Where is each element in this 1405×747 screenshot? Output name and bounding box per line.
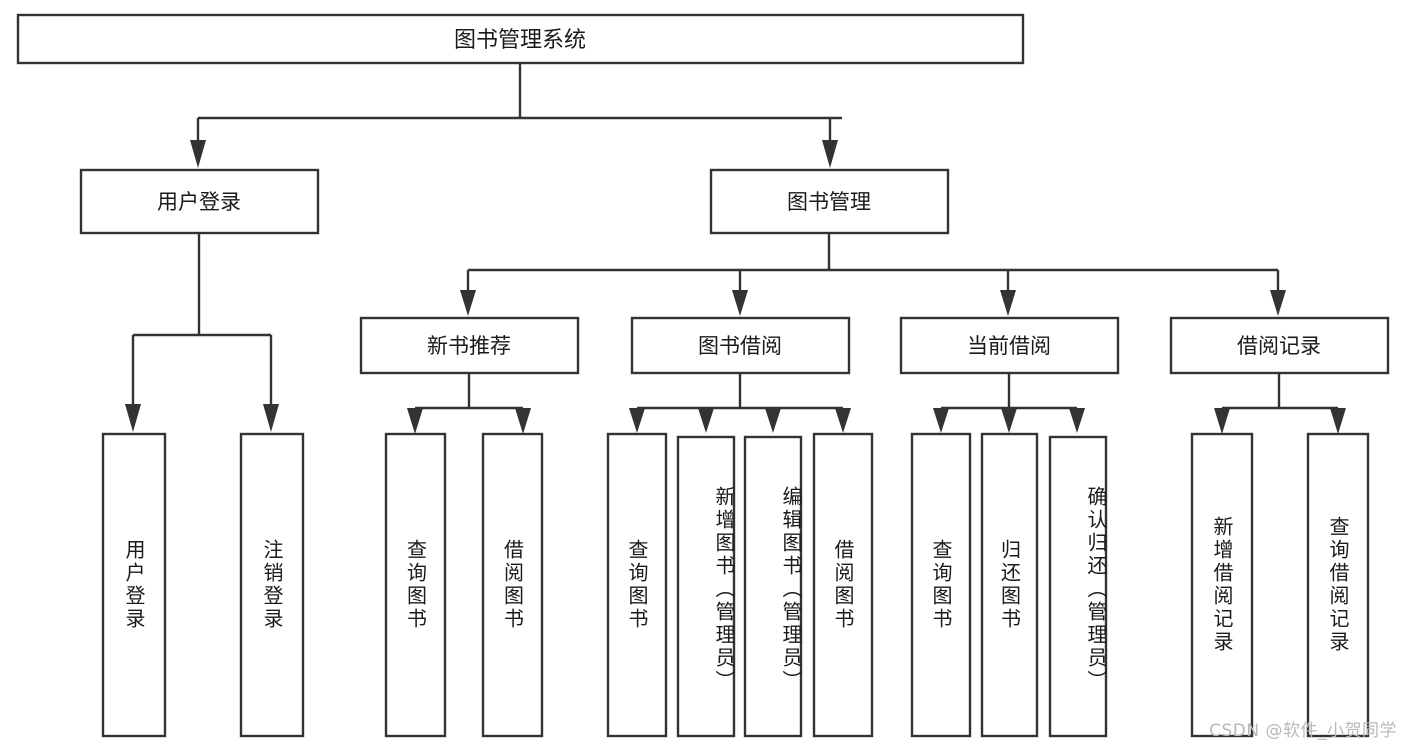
leaf-box-query-borrow-record[interactable] bbox=[1306, 432, 1370, 738]
node-new-book-recommend[interactable]: 新书推荐 bbox=[359, 316, 580, 375]
arrow-to-leaf-borrow-book-2 bbox=[835, 408, 851, 433]
arrow-to-leaf-user-login bbox=[125, 404, 141, 432]
arrow-to-leaf-logout-login bbox=[263, 404, 279, 432]
new-book-recommend-label: 新书推荐 bbox=[427, 334, 511, 358]
connector-borrow-record-to-leaves bbox=[1214, 373, 1346, 434]
book-manage-box bbox=[709, 168, 950, 235]
arrow-to-leaf-return-book bbox=[1001, 408, 1017, 433]
leaf-box-confirm-return-admin[interactable] bbox=[1048, 435, 1108, 738]
connector-user-login-to-leaves bbox=[125, 233, 279, 432]
node-book-borrow[interactable]: 图书借阅 bbox=[630, 316, 851, 375]
book-borrow-box bbox=[630, 316, 851, 375]
arrow-to-leaf-borrow-book-1 bbox=[515, 408, 531, 434]
borrow-record-box bbox=[1169, 316, 1390, 375]
arrow-to-new-book-recommend bbox=[460, 290, 476, 316]
leaf-box-query-book-2[interactable] bbox=[606, 432, 668, 738]
leaf-box-borrow-book-1[interactable] bbox=[481, 432, 544, 738]
root-box bbox=[16, 13, 1025, 65]
leaf-box-add-borrow-record[interactable] bbox=[1190, 432, 1254, 738]
connector-current-borrow-to-leaves bbox=[933, 373, 1085, 433]
leaf-box-query-book-1[interactable] bbox=[384, 432, 447, 738]
connector-root-to-level2 bbox=[190, 63, 842, 168]
arrow-to-leaf-confirm-return-admin bbox=[1069, 408, 1085, 433]
user-login-label: 用户登录 bbox=[157, 190, 241, 214]
arrow-to-user-login bbox=[190, 140, 206, 168]
connector-new-book-recommend-to-leaves bbox=[407, 373, 531, 434]
arrow-to-leaf-query-book-3 bbox=[933, 408, 949, 433]
node-borrow-record[interactable]: 借阅记录 bbox=[1169, 316, 1390, 375]
arrow-to-leaf-query-book-1 bbox=[407, 408, 423, 434]
leaf-box-borrow-book-2[interactable] bbox=[812, 432, 874, 738]
arrow-to-book-borrow bbox=[732, 290, 748, 316]
root-label: 图书管理系统 bbox=[454, 28, 586, 53]
arrow-to-leaf-add-borrow-record bbox=[1214, 408, 1230, 434]
new-book-recommend-box bbox=[359, 316, 580, 375]
leaf-box-user-login[interactable] bbox=[101, 432, 167, 738]
arrow-to-leaf-add-book-admin bbox=[698, 408, 714, 433]
arrow-to-leaf-query-borrow-record bbox=[1330, 408, 1346, 434]
arrow-to-leaf-edit-book-admin bbox=[765, 408, 781, 433]
arrow-to-borrow-record bbox=[1270, 290, 1286, 316]
leaf-box-return-book[interactable] bbox=[980, 432, 1039, 738]
watermark-text: CSDN @软件_小贺同学 bbox=[1209, 721, 1397, 741]
leaf-box-logout-login[interactable] bbox=[239, 432, 305, 738]
leaf-box-query-book-3[interactable] bbox=[910, 432, 972, 738]
node-current-borrow[interactable]: 当前借阅 bbox=[899, 316, 1120, 375]
node-book-manage[interactable]: 图书管理 bbox=[709, 168, 950, 235]
connector-book-borrow-to-leaves bbox=[629, 373, 851, 433]
connector-book-manage-to-level3 bbox=[460, 233, 1286, 316]
node-root[interactable]: 图书管理系统 bbox=[16, 13, 1025, 65]
leaf-box-add-book-admin[interactable] bbox=[676, 435, 736, 738]
borrow-record-label: 借阅记录 bbox=[1237, 334, 1321, 358]
leaf-box-edit-book-admin[interactable] bbox=[743, 435, 803, 738]
node-user-login[interactable]: 用户登录 bbox=[79, 168, 320, 235]
arrow-to-leaf-query-book-2 bbox=[629, 408, 645, 433]
book-manage-label: 图书管理 bbox=[787, 190, 871, 214]
arrow-to-book-manage bbox=[822, 140, 838, 168]
current-borrow-box bbox=[899, 316, 1120, 375]
current-borrow-label: 当前借阅 bbox=[967, 334, 1051, 358]
book-borrow-label: 图书借阅 bbox=[698, 334, 782, 358]
arrow-to-current-borrow bbox=[1000, 290, 1016, 316]
